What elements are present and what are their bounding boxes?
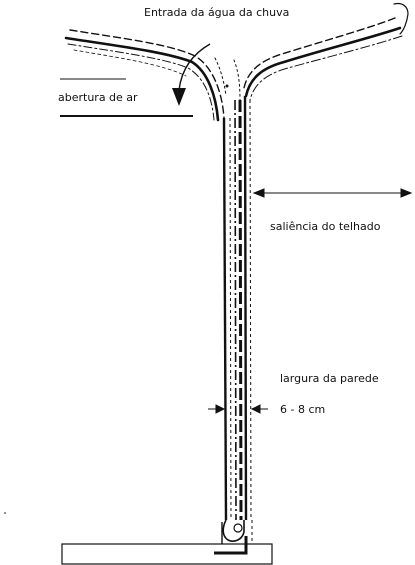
air-opening-label: abertura de ar	[58, 91, 138, 104]
rain-entry-label: Entrada da água da chuva	[144, 6, 289, 19]
foundation-base	[61, 543, 273, 565]
wall-foot-detail	[214, 519, 253, 555]
wall-width-label: largura da parede	[280, 372, 379, 385]
rain-entry-valley	[214, 57, 241, 101]
air-opening-marker	[60, 78, 193, 117]
wall-section	[222, 95, 252, 521]
right-roof-sheet	[243, 2, 409, 101]
wall-width-dimension-arrows	[208, 404, 268, 414]
stray-mark	[4, 512, 6, 514]
airflow-arrow	[172, 43, 211, 106]
roof-overhang-dimension-arrow	[252, 188, 413, 198]
wall-width-value: 6 - 8 cm	[280, 403, 325, 416]
left-roof-sheet	[64, 29, 225, 122]
roof-overhang-label: saliência do telhado	[270, 220, 381, 233]
